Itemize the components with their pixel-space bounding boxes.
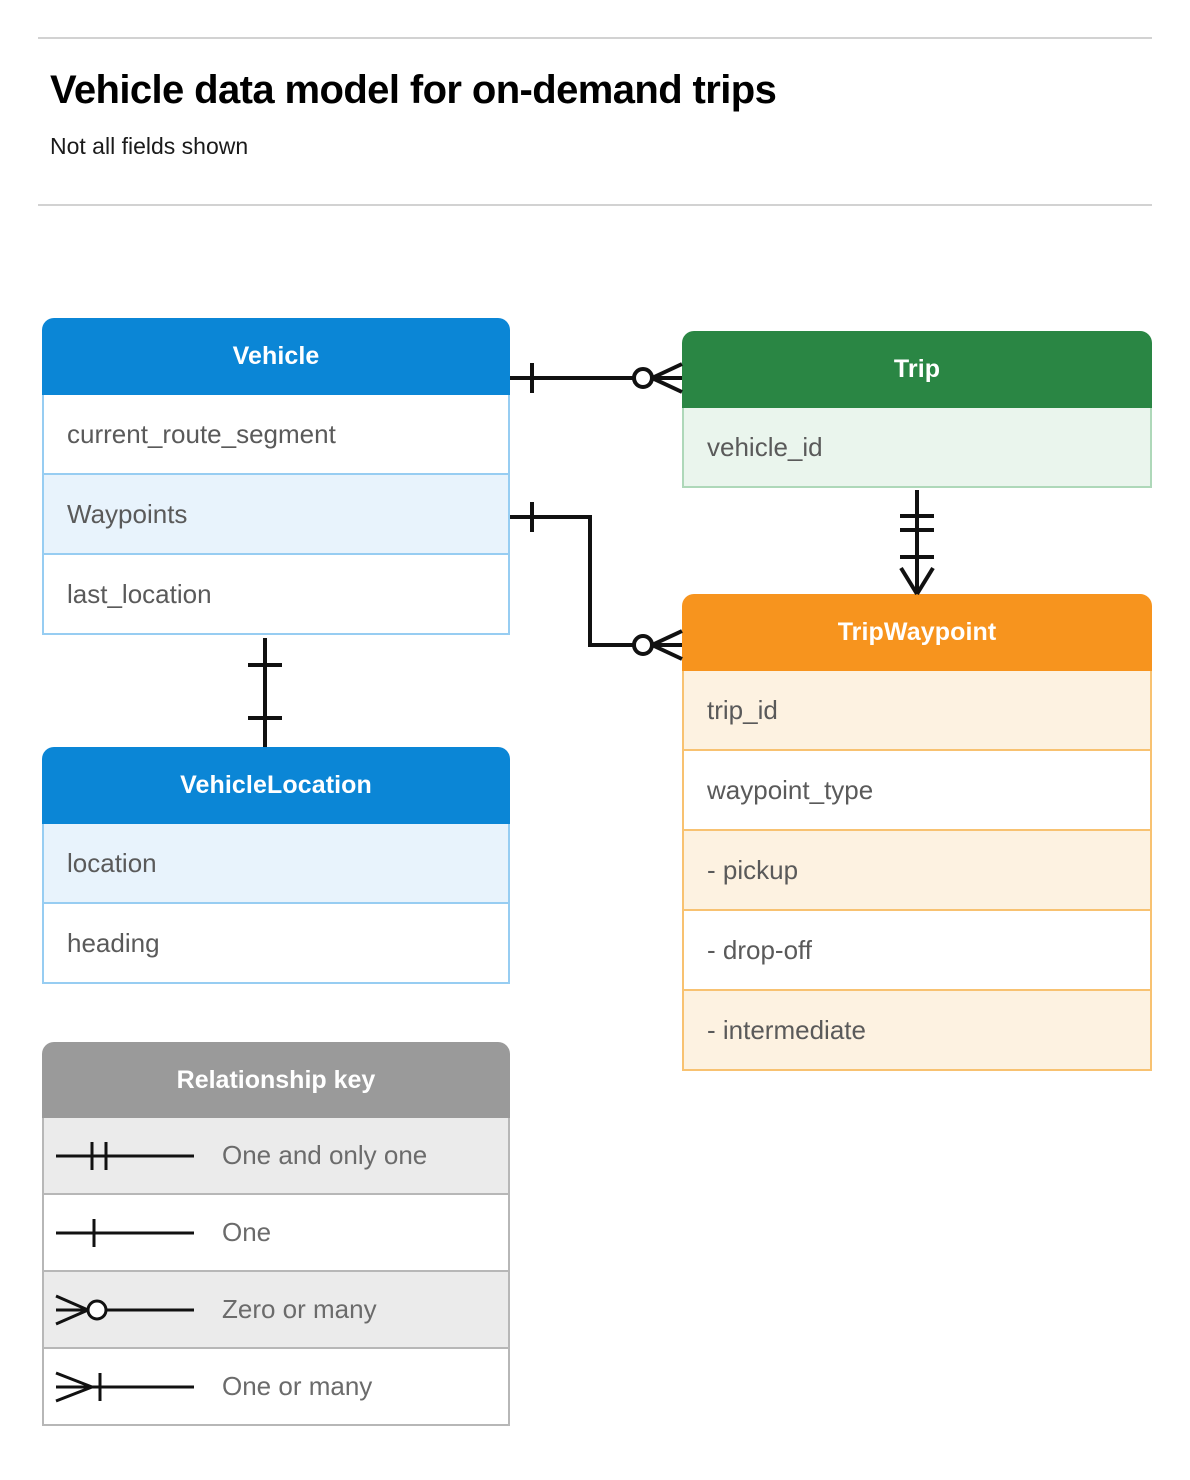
page-title: Vehicle data model for on-demand trips	[50, 68, 777, 112]
entity-trip[interactable]: Trip vehicle_id	[682, 331, 1152, 488]
entity-vehiclelocation[interactable]: VehicleLocation location heading	[42, 747, 510, 984]
entity-tripwaypoint[interactable]: TripWaypoint trip_id waypoint_type - pic…	[682, 594, 1152, 1071]
legend-title: Relationship key	[42, 1042, 510, 1118]
entity-vehiclelocation-title: VehicleLocation	[42, 747, 510, 824]
field-waypoint-type-intermediate[interactable]: - intermediate	[682, 991, 1152, 1071]
entity-vehicle-title: Vehicle	[42, 318, 510, 395]
legend-row-one-and-only-one: One and only one	[42, 1118, 510, 1195]
connector-waypoints-to-tripwaypoint	[510, 502, 683, 661]
legend-label-one: One	[222, 1217, 272, 1247]
one-and-only-one-icon	[44, 1136, 222, 1176]
entity-tripwaypoint-title: TripWaypoint	[682, 594, 1152, 671]
legend-label-one-and-only-one: One and only one	[222, 1140, 428, 1170]
field-waypoint-type-pickup[interactable]: - pickup	[682, 831, 1152, 911]
header-divider-bottom	[38, 204, 1152, 206]
one-or-many-icon	[44, 1367, 222, 1407]
field-heading[interactable]: heading	[42, 904, 510, 984]
zero-or-many-icon	[44, 1290, 222, 1330]
field-vehicle-id[interactable]: vehicle_id	[682, 408, 1152, 488]
legend-label-zero-or-many: Zero or many	[222, 1294, 377, 1324]
relationship-key-legend: Relationship key One and only one One	[42, 1042, 510, 1426]
field-location[interactable]: location	[42, 824, 510, 904]
connector-vehicle-to-trip	[510, 362, 683, 394]
field-waypoints[interactable]: Waypoints	[42, 475, 510, 555]
entity-vehicle[interactable]: Vehicle current_route_segment Waypoints …	[42, 318, 510, 635]
one-icon	[44, 1213, 222, 1253]
connector-trip-to-tripwaypoint	[899, 490, 935, 596]
header-divider-top	[38, 37, 1152, 39]
field-last-location[interactable]: last_location	[42, 555, 510, 635]
legend-row-zero-or-many: Zero or many	[42, 1272, 510, 1349]
legend-row-one: One	[42, 1195, 510, 1272]
connector-vehicle-to-vehiclelocation	[248, 638, 282, 747]
entity-trip-title: Trip	[682, 331, 1152, 408]
field-current-route-segment[interactable]: current_route_segment	[42, 395, 510, 475]
field-waypoint-type-dropoff[interactable]: - drop-off	[682, 911, 1152, 991]
legend-label-one-or-many: One or many	[222, 1371, 373, 1401]
legend-row-one-or-many: One or many	[42, 1349, 510, 1426]
field-trip-id[interactable]: trip_id	[682, 671, 1152, 751]
page-subtitle: Not all fields shown	[50, 133, 249, 159]
field-waypoint-type[interactable]: waypoint_type	[682, 751, 1152, 831]
